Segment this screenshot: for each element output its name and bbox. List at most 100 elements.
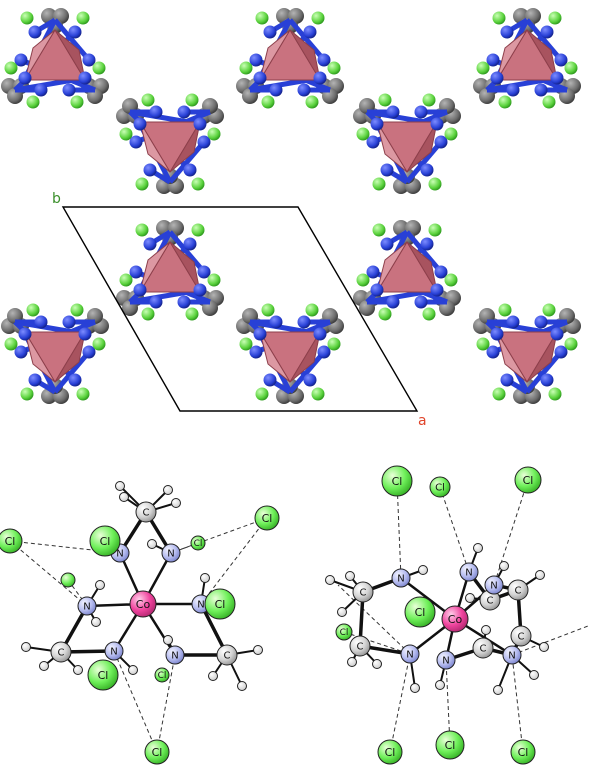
chlorine-atom bbox=[4, 337, 18, 351]
nitrogen-atom bbox=[500, 373, 514, 387]
chlorine-atom bbox=[141, 307, 155, 321]
nitrogen-atom bbox=[249, 345, 263, 359]
chlorine-atom-label: Cl bbox=[340, 628, 349, 638]
bond bbox=[53, 350, 91, 394]
nitrogen-atom bbox=[34, 83, 48, 97]
bond bbox=[525, 18, 563, 62]
chlorine-atom bbox=[261, 303, 275, 317]
cobalt-atom bbox=[441, 605, 469, 633]
bond bbox=[288, 350, 326, 394]
nitrogen-atom bbox=[104, 641, 124, 661]
nitrogen-atom bbox=[303, 25, 317, 39]
nitrogen-atom-label: N bbox=[110, 647, 117, 658]
polyhedron-face bbox=[406, 121, 438, 173]
nitrogen-atom bbox=[313, 327, 327, 341]
packing-complex-4 bbox=[116, 93, 224, 194]
nitrogen-atom bbox=[68, 373, 82, 387]
chlorine-atom bbox=[4, 61, 18, 75]
hydrogen-atom bbox=[253, 645, 263, 655]
chlorine-atom bbox=[261, 95, 275, 109]
nitrogen-atom bbox=[149, 295, 163, 309]
hydrogen-atom bbox=[481, 625, 491, 635]
hydrogen-atom bbox=[499, 561, 509, 571]
bond bbox=[525, 350, 563, 394]
chlorine-atom bbox=[564, 337, 578, 351]
hydrogen-bond bbox=[113, 650, 158, 753]
nitrogen-atom bbox=[420, 237, 434, 251]
polyhedron-face bbox=[526, 331, 558, 383]
nitrogen-atom bbox=[380, 163, 394, 177]
nitrogen-atom-label: N bbox=[397, 574, 404, 585]
nitrogen-atom bbox=[380, 237, 394, 251]
hydrogen-atom bbox=[95, 580, 105, 590]
nitrogen-atom bbox=[486, 345, 500, 359]
hydrogen-atom bbox=[208, 671, 218, 681]
hydrogen-atom bbox=[128, 665, 138, 675]
nitrogen-atom bbox=[253, 327, 267, 341]
chlorine-atom bbox=[428, 177, 442, 191]
chlorine-atom-label: Cl bbox=[435, 483, 445, 494]
bond bbox=[405, 230, 443, 274]
polyhedron-face bbox=[526, 29, 558, 81]
nitrogen-atom bbox=[506, 315, 520, 329]
chlorine-atom bbox=[92, 337, 106, 351]
hydrogen-atom bbox=[171, 498, 181, 508]
chlorine-atom bbox=[335, 623, 353, 641]
nitrogen-atom-label: N bbox=[83, 602, 90, 613]
chlorine-atom-label: Cl bbox=[523, 474, 534, 487]
carbon-atom-label: C bbox=[58, 648, 65, 659]
nitrogen-atom bbox=[177, 295, 191, 309]
nitrogen-atom bbox=[540, 373, 554, 387]
chlorine-atom bbox=[548, 387, 562, 401]
hydrogen-bond bbox=[493, 479, 529, 586]
polyhedron-face bbox=[289, 331, 321, 383]
chlorine-atom bbox=[191, 223, 205, 237]
hydrogen-atom bbox=[163, 635, 173, 645]
chlorine-atom bbox=[26, 95, 40, 109]
hydrogen-bond bbox=[389, 653, 411, 753]
polyhedron-face bbox=[139, 121, 171, 173]
hydrogen-atom bbox=[418, 565, 428, 575]
chlorine-atom bbox=[185, 307, 199, 321]
carbon-atom bbox=[472, 637, 494, 659]
hydrogen-atom bbox=[337, 607, 347, 617]
nitrogen-atom bbox=[297, 315, 311, 329]
carbon-atom-label: C bbox=[518, 632, 525, 643]
nitrogen-atom bbox=[161, 543, 181, 563]
nitrogen-atom bbox=[249, 53, 263, 67]
nitrogen-atom bbox=[143, 163, 157, 177]
carbon-atom-label: C bbox=[480, 644, 487, 655]
nitrogen-atom bbox=[68, 25, 82, 39]
polyhedron-face bbox=[54, 331, 86, 383]
nitrogen-atom bbox=[197, 265, 211, 279]
hydrogen-atom bbox=[347, 657, 357, 667]
nitrogen-atom bbox=[414, 105, 428, 119]
polyhedron-face bbox=[259, 29, 291, 81]
chlorine-atom bbox=[498, 95, 512, 109]
packing-complex-10 bbox=[473, 303, 581, 404]
chlorine-atom bbox=[476, 61, 490, 75]
nitrogen-atom bbox=[420, 163, 434, 177]
axis-label-a: a bbox=[418, 413, 427, 429]
bond bbox=[168, 140, 206, 184]
nitrogen-atom bbox=[386, 295, 400, 309]
nitrogen-atom bbox=[165, 645, 185, 665]
nitrogen-atom bbox=[370, 117, 384, 131]
nitrogen-atom bbox=[133, 283, 147, 297]
nitrogen-atom bbox=[183, 163, 197, 177]
bond bbox=[168, 230, 206, 274]
hydrogen-atom bbox=[200, 573, 210, 583]
chlorine-atom bbox=[141, 93, 155, 107]
carbon-atom-label: C bbox=[357, 642, 364, 653]
crystal-packing-diagram bbox=[1, 8, 581, 404]
hydrogen-atom bbox=[529, 670, 539, 680]
nitrogen-atom bbox=[78, 327, 92, 341]
nitrogen-atom bbox=[18, 327, 32, 341]
unit-cell-outline bbox=[61, 206, 419, 412]
packing-complex-9 bbox=[236, 303, 344, 404]
hydrogen-atom bbox=[91, 617, 101, 627]
carbon-atom-label: C bbox=[143, 508, 150, 519]
chlorine-atom bbox=[76, 11, 90, 25]
chlorine-atom bbox=[119, 127, 133, 141]
